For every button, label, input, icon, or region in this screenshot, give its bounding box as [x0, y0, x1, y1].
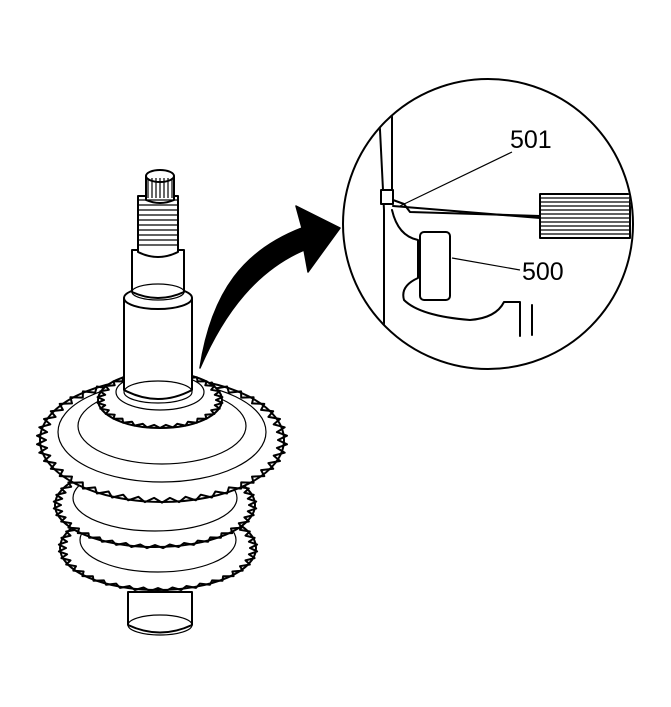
part-501 [380, 189, 394, 205]
part-500 [419, 231, 451, 301]
shaft-stub [127, 591, 193, 636]
callout-500: 500 [451, 257, 564, 286]
main-shaft [123, 169, 193, 404]
callout-501-label: 501 [510, 126, 552, 154]
curved-arrow [199, 205, 341, 369]
detail-view [342, 78, 634, 370]
gear-shaft-assembly [36, 169, 288, 636]
feeler-gauge [539, 193, 631, 239]
callout-500-label: 500 [522, 258, 564, 286]
callout-501: 501 [399, 126, 552, 207]
